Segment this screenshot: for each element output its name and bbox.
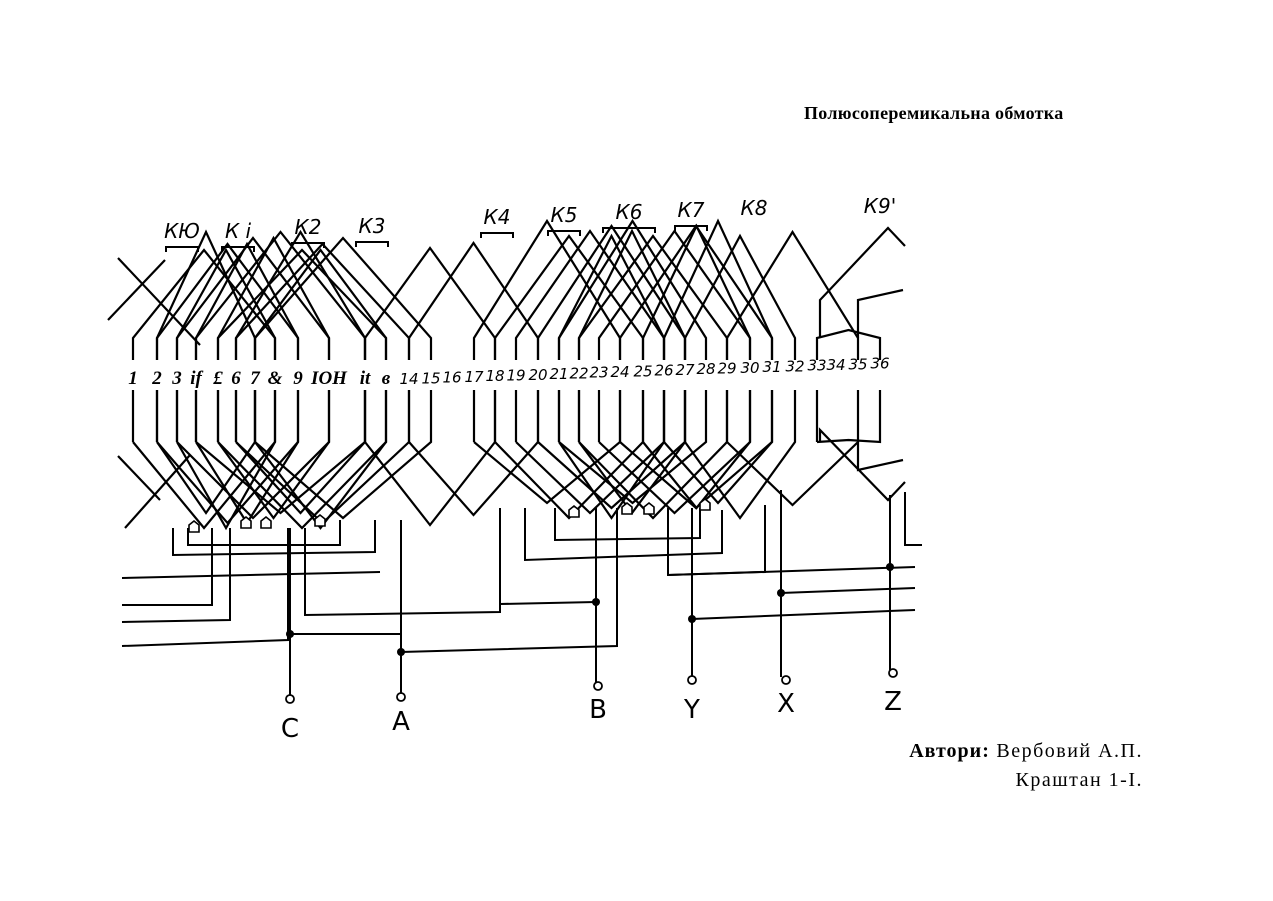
slot-label: в (382, 368, 391, 389)
slot-label: 1 (128, 368, 138, 389)
group-label: К3 (359, 214, 386, 238)
coil-k9-bot-2 (858, 442, 903, 470)
slot-label: 31 (762, 358, 781, 376)
lead-mark (569, 506, 579, 517)
group-bracket (166, 247, 198, 252)
group-label: К6 (616, 200, 643, 224)
slot-label: 35 (848, 355, 867, 373)
slot-label: 30 (740, 359, 759, 377)
edge-strand-3 (118, 456, 160, 500)
bus-8 (500, 602, 596, 604)
group-label: КЮ (164, 219, 200, 243)
terminal-circle (397, 693, 405, 701)
slot-label: 33 (807, 357, 826, 375)
group-bracket (481, 233, 513, 238)
authors-label: Автори: (909, 740, 990, 762)
bus-2 (122, 528, 212, 605)
lead-mark (189, 521, 199, 532)
slot-label: 6 (231, 368, 241, 389)
group-label: К7 (678, 198, 705, 222)
bus-10 (781, 588, 915, 593)
slot-label: 15 (421, 369, 440, 387)
junction-dot (286, 630, 294, 638)
group-label: К i (225, 219, 252, 243)
junction-dot (688, 615, 696, 623)
slot-label: if (190, 368, 203, 389)
author-2: Краштан 1-І. (900, 766, 1143, 795)
slot-label: 28 (696, 360, 715, 378)
bus-9 (668, 567, 915, 575)
slot-label: IOH (310, 368, 348, 389)
group-bracket (603, 228, 655, 233)
lead-mark (622, 503, 632, 514)
slot-label: 34 (826, 356, 845, 374)
terminal-circle (782, 676, 790, 684)
slot-label: 29 (717, 360, 736, 378)
slot-label: 3 (171, 368, 182, 389)
slot-label: 7 (250, 368, 261, 389)
slot-label: it (360, 368, 371, 389)
slot-label: 24 (610, 363, 629, 381)
slot-label: £ (212, 368, 223, 389)
slot-label: 27 (675, 361, 695, 379)
slot-label: 17 (464, 368, 484, 386)
bus-7 (401, 508, 617, 652)
slot-label: 2 (151, 368, 162, 389)
slot-label: 14 (399, 370, 418, 388)
terminals: CABYXZ (281, 669, 902, 744)
lead-mark (644, 503, 654, 514)
group-bracket (548, 231, 580, 236)
lead-mark (261, 517, 271, 528)
slot-label: 25 (633, 362, 652, 380)
slot-label: 32 (785, 357, 804, 375)
edge-strand-4 (125, 455, 190, 528)
junction-dot (777, 589, 785, 597)
bus-5 (305, 508, 500, 615)
slot-label: 20 (528, 366, 547, 384)
group-bracket (675, 226, 707, 231)
slot-label: 18 (485, 367, 504, 385)
slot-label: & (268, 368, 283, 389)
terminal-circle (286, 695, 294, 703)
edge-strand-2 (108, 260, 165, 320)
group-label: К5 (551, 203, 578, 227)
connection-wires (122, 490, 922, 695)
slot-label: 23 (589, 364, 608, 382)
terminal-label: Y (683, 695, 700, 725)
slot-label: 19 (506, 367, 525, 385)
coil-k9-top (820, 228, 905, 338)
terminal-label: A (392, 707, 410, 737)
slot-label: 22 (569, 364, 588, 382)
slot-label: 16 (442, 369, 461, 387)
terminal-circle (688, 676, 696, 684)
terminal-label: Z (884, 687, 902, 717)
terminal-label: B (589, 695, 607, 725)
bus-12 (905, 492, 922, 545)
terminal-label: X (777, 689, 795, 719)
slot-label: 21 (549, 365, 568, 383)
bus-1 (122, 572, 380, 578)
coil-k9-top-2 (858, 290, 903, 338)
jumper-5 (668, 505, 765, 575)
group-label: К8 (741, 196, 768, 220)
authors-block: Автори: Вербовий А.П. Краштан 1-І. (900, 737, 1143, 795)
junction-dot (397, 648, 405, 656)
group-label: К4 (484, 205, 511, 229)
group-bracket (356, 242, 388, 247)
jumper-1 (173, 520, 375, 555)
group-label: К9' (864, 194, 896, 218)
author-1: Вербовий А.П. (996, 740, 1143, 762)
slot-label: 26 (654, 362, 673, 380)
terminal-circle (889, 669, 897, 677)
terminal-circle (594, 682, 602, 690)
junction-dot (886, 563, 894, 571)
terminal-label: C (281, 714, 299, 744)
slot-label: 36 (870, 355, 889, 373)
junction-dot (592, 598, 600, 606)
group-label: К2 (295, 215, 322, 239)
bus-11 (692, 610, 915, 619)
slot-label: 9 (293, 368, 303, 389)
